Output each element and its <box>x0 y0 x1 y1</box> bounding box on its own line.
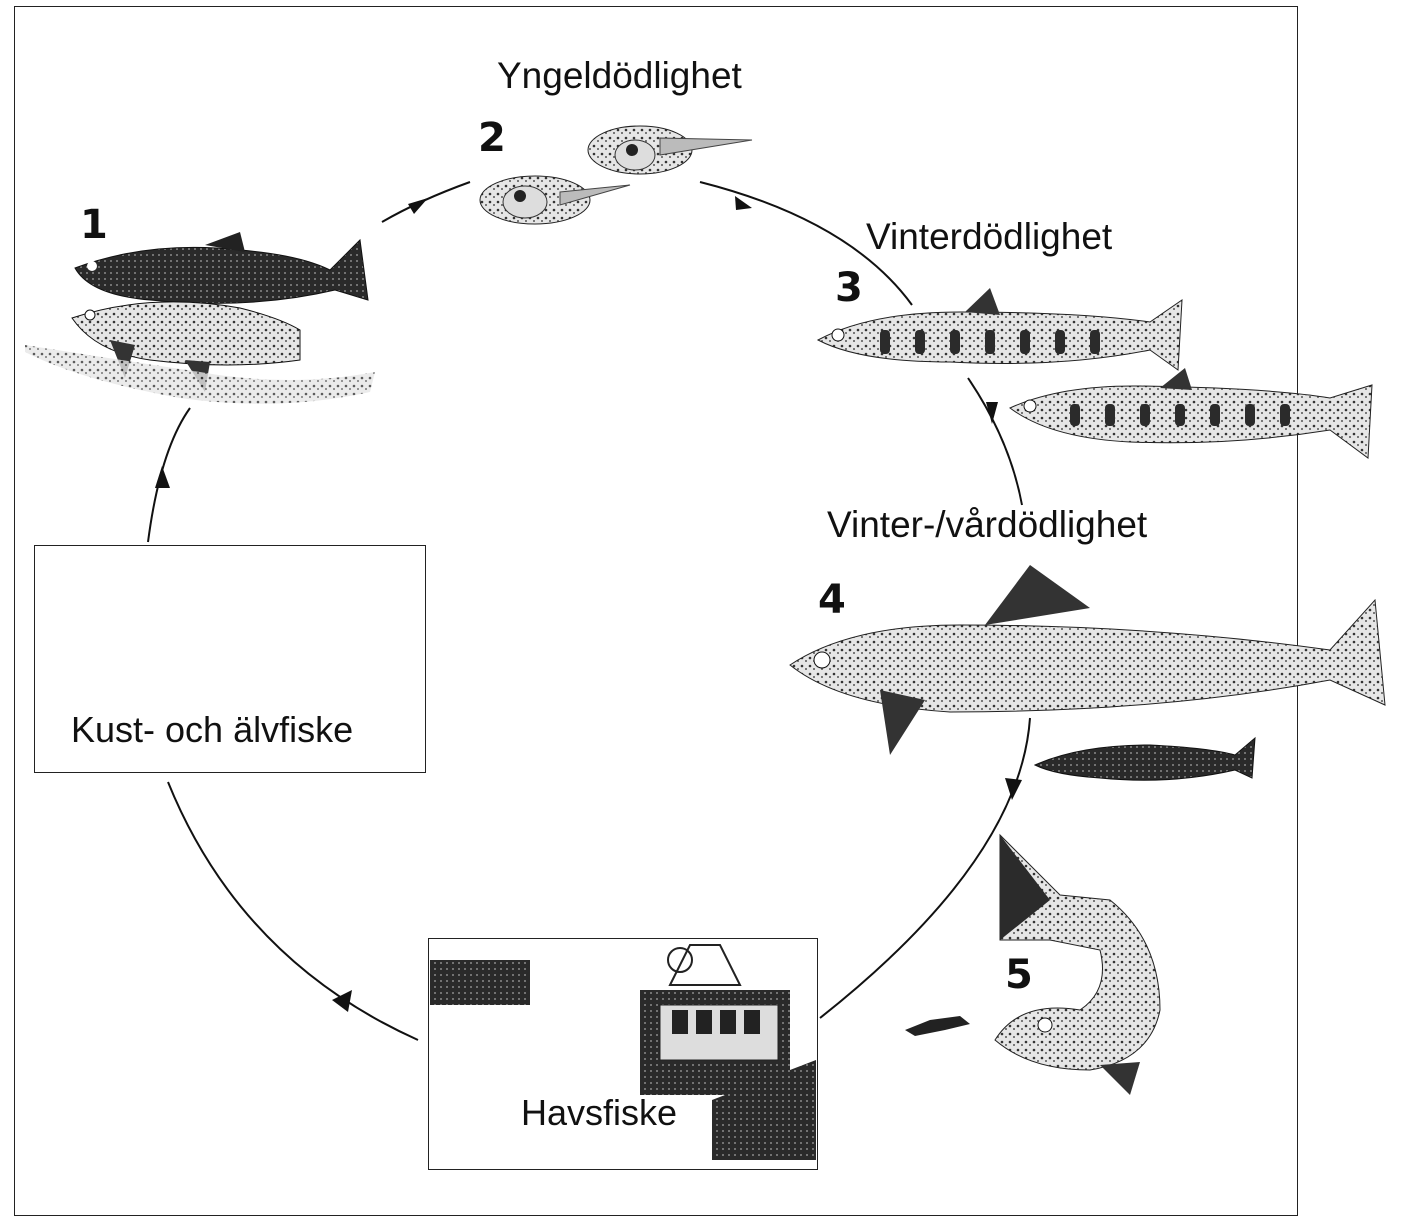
arrow-head-3 <box>986 402 998 424</box>
stage-number-4: 4 <box>818 580 846 620</box>
arc-3-to-4 <box>968 378 1022 505</box>
arc-4-to-5 <box>820 718 1030 1018</box>
arc-1-to-2 <box>382 182 470 222</box>
stage-number-1: 1 <box>80 205 108 245</box>
parr-illustration <box>818 288 1372 458</box>
arrow-head-1 <box>408 198 428 214</box>
spawning-salmon-illustration <box>25 232 375 404</box>
alevin-illustration <box>480 126 752 224</box>
stage-label-2: Yngeldödlighet <box>497 57 742 94</box>
stage-number-5: 5 <box>1005 955 1033 995</box>
stage-number-2: 2 <box>478 118 506 158</box>
coastal-fishery-box: Kust- och älvfiske <box>34 545 426 773</box>
arrow-head-6 <box>155 466 170 488</box>
smolt-illustration <box>790 565 1385 780</box>
arc-coastal-to-1 <box>148 408 190 542</box>
arrow-head-4 <box>1005 778 1022 800</box>
arrow-head-2 <box>735 196 752 210</box>
arc-sea-to-coastal <box>168 782 418 1040</box>
sea-fishery-label: Havsfiske <box>517 1095 681 1131</box>
stage-label-3: Vinterdödlighet <box>866 218 1112 255</box>
stage-label-4: Vinter-/vårdödlighet <box>827 506 1147 543</box>
stage-number-3: 3 <box>835 268 863 308</box>
coastal-fishery-label: Kust- och älvfiske <box>71 712 353 748</box>
sea-fishery-box: Havsfiske <box>428 938 818 1170</box>
